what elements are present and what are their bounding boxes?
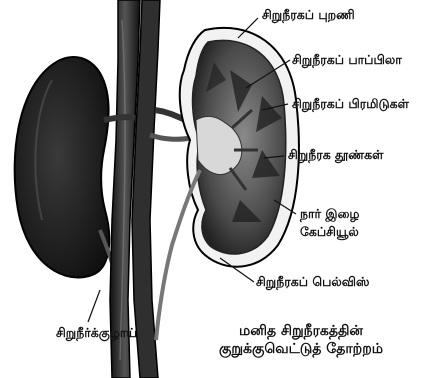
- right-kidney-section: [180, 28, 299, 267]
- label-renal-pelvis: சிறுநீரகப் பெல்விஸ்: [256, 276, 369, 289]
- left-kidney: [15, 57, 110, 277]
- label-renal-papilla: சிறுநீரகப் பாப்பிலா: [292, 54, 402, 67]
- label-fibrous-capsule-line1: நார் இழை: [300, 208, 359, 221]
- label-renal-columns: சிறுநீரக தூண்கள்: [288, 149, 383, 162]
- label-ureter: சிறுநீர்க்குழாய்: [56, 327, 137, 340]
- leader-ureter: [88, 290, 100, 322]
- caption-line1: மனித சிறுநீரகத்தின்: [170, 322, 432, 340]
- label-renal-cortex: சிறுநீரகப் புறணி: [262, 9, 355, 22]
- diagram-caption: மனித சிறுநீரகத்தின் குறுக்குவெட்டுத் தோற…: [170, 322, 432, 358]
- caption-line2: குறுக்குவெட்டுத் தோற்றம்: [170, 340, 432, 358]
- label-fibrous-capsule-line2: கேப்சியூல்: [300, 226, 359, 239]
- label-renal-pyramids: சிறுநீரகப் பிரமிடுகள்: [292, 98, 409, 111]
